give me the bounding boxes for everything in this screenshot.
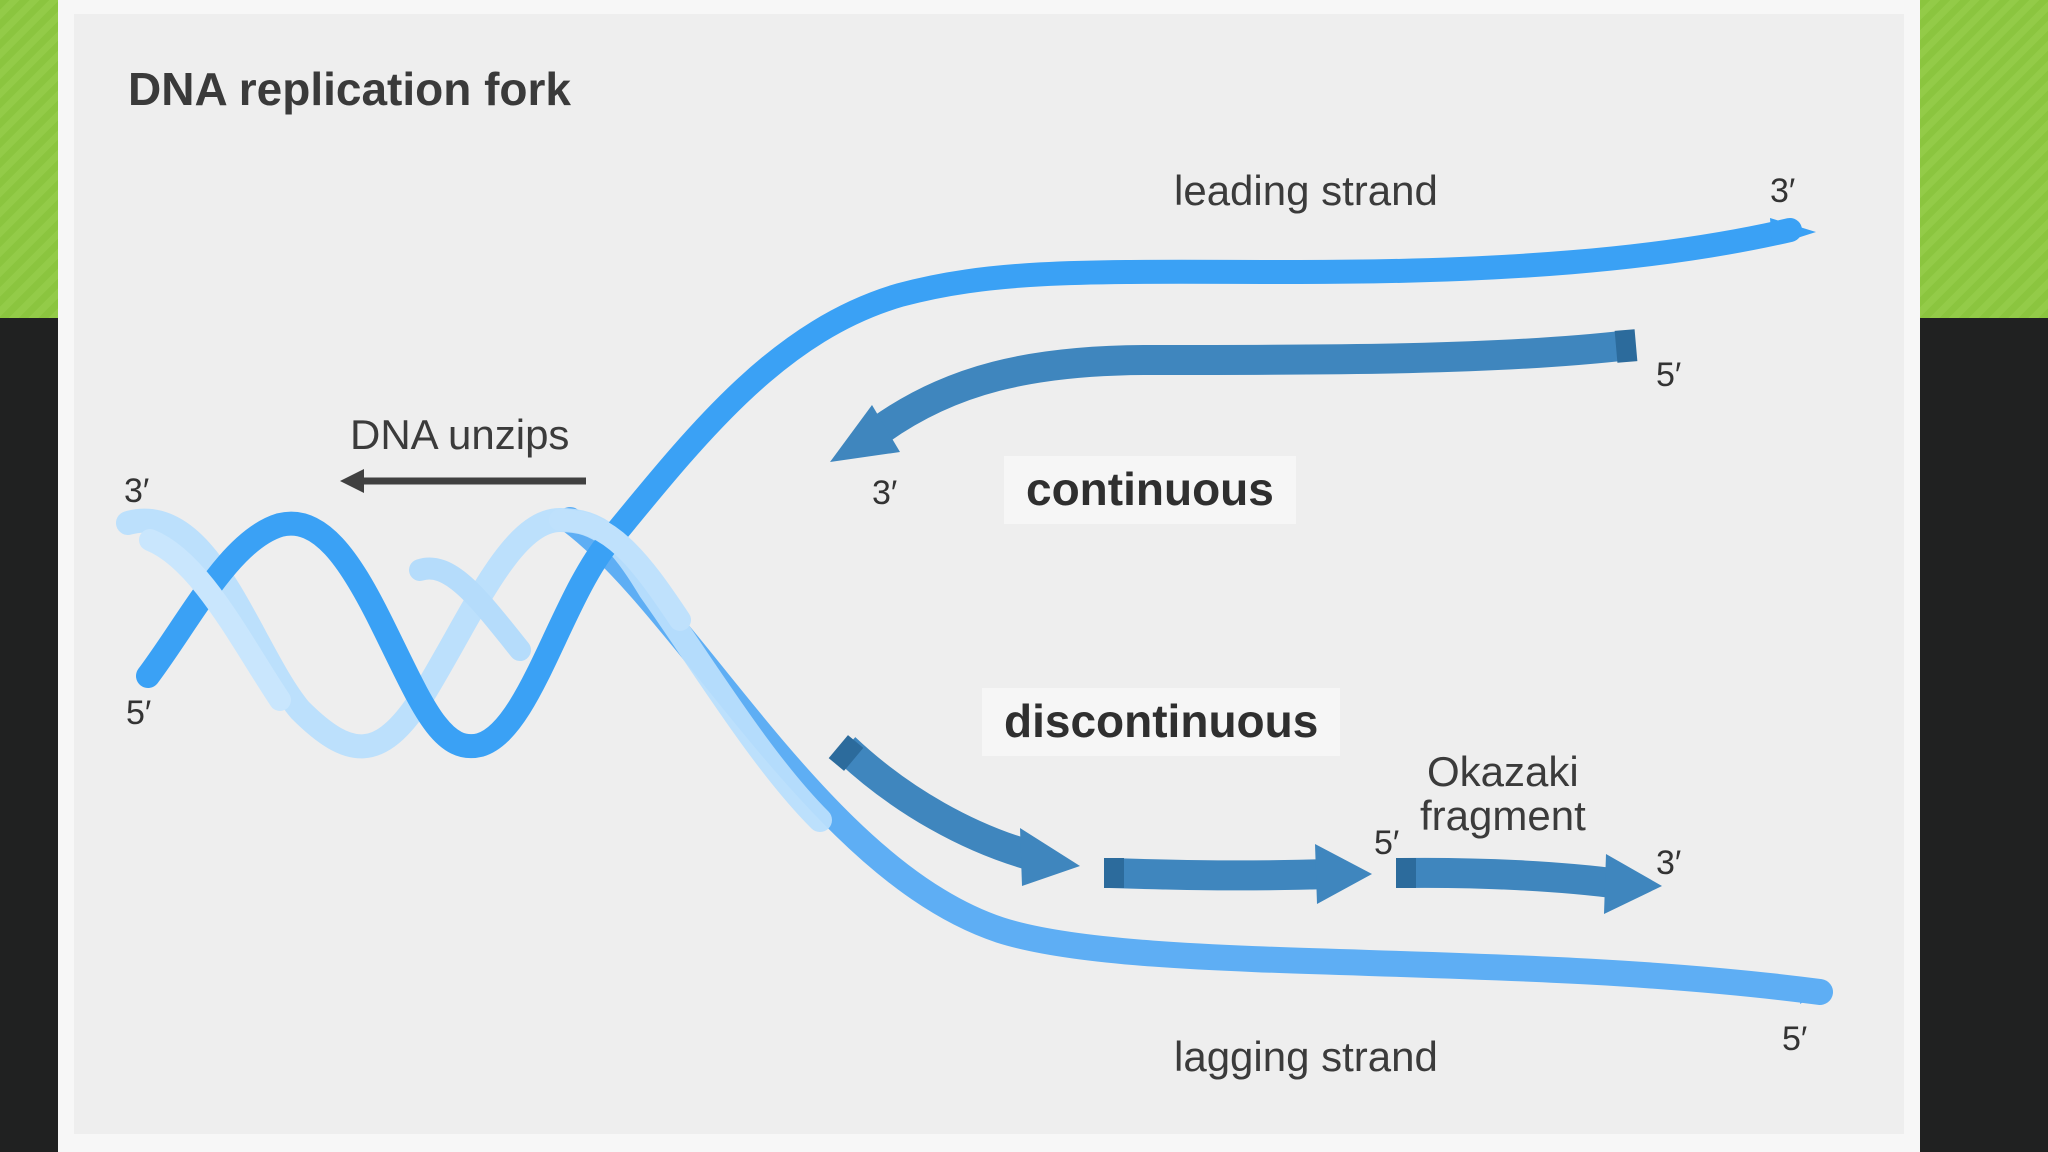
new-leading-5prime-label: 5′ [1656, 356, 1682, 394]
okazaki-arrowhead-3 [1604, 854, 1662, 914]
new-leading-strand [871, 330, 1632, 443]
okazaki-label-line1: Okazaki [1427, 748, 1579, 795]
leading-strand-label: leading strand [1174, 167, 1438, 214]
continuous-arrowhead [830, 405, 900, 462]
diagram-title: DNA replication fork [128, 63, 572, 115]
okazaki-fragment-label: Okazaki fragment [1420, 748, 1586, 840]
helix-strand-bright [136, 218, 1802, 759]
okazaki-arrowhead-2 [1315, 844, 1372, 904]
okazaki-fragment-1 [834, 737, 1044, 873]
helix-3prime-label: 3′ [124, 472, 150, 510]
discontinuous-label: discontinuous [982, 688, 1341, 756]
dna-unzips-label: DNA unzips [350, 411, 570, 458]
okazaki-fragment-3 [1399, 857, 1622, 899]
helix-5prime-label: 5′ [126, 694, 152, 732]
okazaki-5prime-label: 5′ [1374, 824, 1400, 862]
okazaki-fragment-2 [1109, 858, 1331, 891]
unzips-arrow-head [340, 469, 364, 493]
okazaki-label-line2: fragment [1420, 792, 1586, 840]
lagging-strand-label: lagging strand [1174, 1033, 1438, 1080]
okazaki-3prime-label: 3′ [1656, 844, 1682, 882]
new-leading-3prime-label: 3′ [872, 474, 898, 512]
slide-panel [74, 14, 1904, 1134]
leading-5prime-cap [1614, 329, 1638, 363]
continuous-label: continuous [1004, 456, 1296, 524]
leading-3prime-label: 3′ [1770, 172, 1796, 210]
okazaki-arrowhead-1 [1020, 828, 1080, 886]
lagging-5prime-label: 5′ [1782, 1020, 1808, 1058]
